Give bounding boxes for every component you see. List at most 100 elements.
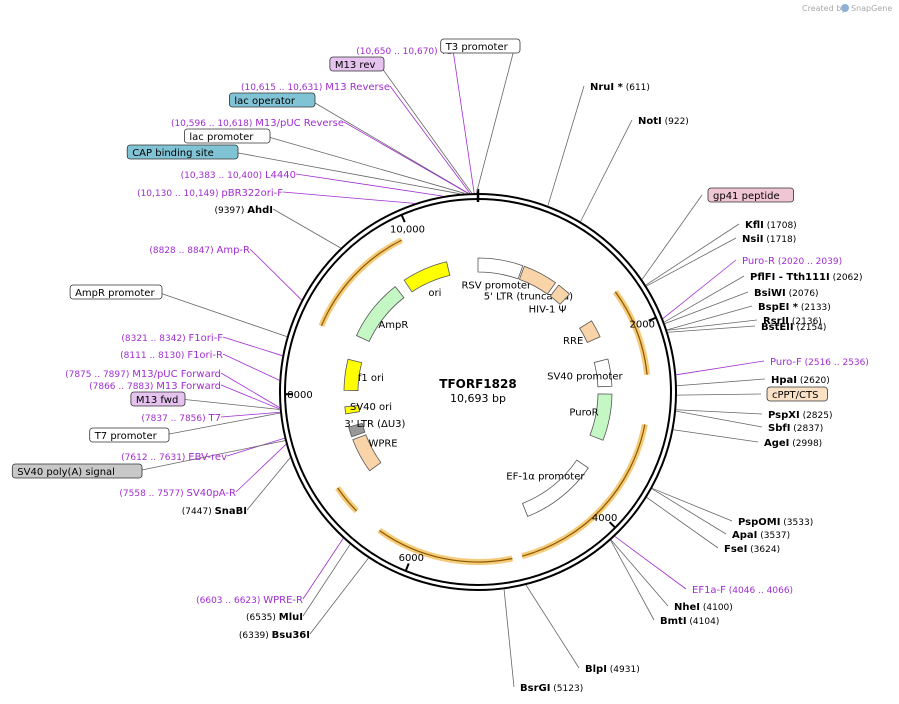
label-fsei-43[interactable]: FseI (3624) <box>724 544 780 555</box>
label-sv40-poly-a-signal-32[interactable]: SV40 poly(A) signal <box>11 463 143 479</box>
label-bsrgi-51-text: BsrGI (5123) <box>520 683 583 694</box>
label-amp-r-22[interactable]: (8828 .. 8847) Amp-R <box>149 245 250 256</box>
leader-1 <box>476 45 516 194</box>
label-f1ori-r-25-pos: (8111 .. 8130) <box>120 351 187 361</box>
label-m13-puc-forward-26-pos: (7875 .. 7897) <box>65 370 132 380</box>
orf-arc-1 <box>521 423 648 560</box>
snapgene-logo-icon <box>841 4 849 12</box>
label-m13-rev-3-text: M13 rev <box>335 60 376 71</box>
label-nrui-2[interactable]: NruI * (611) <box>590 82 650 93</box>
label-noti-4-pos: (922) <box>662 117 689 127</box>
label-agei-40[interactable]: AgeI (2998) <box>764 438 822 449</box>
label-t3-promoter-1[interactable]: T3 promoter <box>440 38 521 54</box>
label-ebv-rev-31[interactable]: (7612 .. 7631) EBV-rev <box>121 452 227 463</box>
label-f1ori-r-25[interactable]: (8111 .. 8130) F1ori-R <box>120 350 223 361</box>
label-apai-42[interactable]: ApaI (3537) <box>732 530 790 541</box>
label-cppt-cts-37[interactable]: cPPT/CTS <box>766 386 828 402</box>
label-noti-4[interactable]: NotI (922) <box>638 116 689 127</box>
label-ef1a-f-44[interactable]: EF1a-F (4046 .. 4066) <box>692 585 793 596</box>
label-ampr-promoter-23[interactable]: AmpR promoter <box>69 284 163 300</box>
orf-arc-line-3 <box>337 487 358 512</box>
leader-39 <box>676 410 763 428</box>
label-rsrii-20[interactable]: RsrII (2136) <box>763 316 822 327</box>
label-pbr322ori-f-11[interactable]: (10,130 .. 10,149) pBR322ori-F <box>137 188 283 199</box>
label-bsteii-21-pos: (2154) <box>794 323 827 333</box>
label-bmti-46[interactable]: BmtI (4104) <box>660 616 719 627</box>
label-f1ori-f-24[interactable]: (8321 .. 8342) F1ori-F <box>121 333 223 344</box>
label-gp41-peptide-13[interactable]: gp41 peptide <box>707 187 794 203</box>
label-bsiwi-18[interactable]: BsiWI (2076) <box>754 288 819 299</box>
leader-34 <box>246 457 291 511</box>
label-m13-fwd-28[interactable]: M13 fwd <box>130 391 186 407</box>
leader-32 <box>136 440 286 472</box>
label-cap-binding-site-9[interactable]: CAP binding site <box>126 144 239 160</box>
label-pspxi-38-pos: (2825) <box>800 411 833 421</box>
label-mlui-48-text: (6535) MluI <box>246 612 303 623</box>
label-m13-puc-reverse-7[interactable]: (10,596 .. 10,618) M13/pUC Reverse <box>171 118 344 129</box>
label-sbfi-39-text: SbfI (2837) <box>768 423 823 434</box>
label-wpre-r-47[interactable]: (6603 .. 6623) WPRE-R <box>196 595 303 606</box>
orf-arc-4 <box>318 237 403 328</box>
feature-sv40-promoter <box>593 358 613 388</box>
leader-16 <box>662 259 737 319</box>
leader-48 <box>302 544 351 617</box>
label-pspomi-41[interactable]: PspOMI (3533) <box>738 517 813 528</box>
label-t7-29[interactable]: (7837 .. 7856) T7 <box>141 413 221 424</box>
label-kfli-14[interactable]: KflI (1708) <box>745 220 797 231</box>
label-ebv-rev-31-text: (7612 .. 7631) EBV-rev <box>121 452 227 463</box>
leader-19 <box>666 305 753 331</box>
label-nsii-15[interactable]: NsiI (1718) <box>742 234 796 245</box>
label-pspxi-38-text: PspXI (2825) <box>768 410 833 421</box>
label-snabi-34[interactable]: (7447) SnaBI <box>182 506 247 517</box>
label-gp41-peptide-13-box <box>707 187 794 203</box>
label-bmti-46-pos: (4104) <box>687 617 720 627</box>
label-sv40pa-r-33[interactable]: (7558 .. 7577) SV40pA-R <box>119 488 236 499</box>
feature-ampr <box>355 286 405 342</box>
label-blpi-50-pos: (4931) <box>607 665 640 675</box>
label-lac-promoter-8[interactable]: lac promoter <box>183 128 271 144</box>
label-wpre-r-47-pos: (6603 .. 6623) <box>196 596 263 606</box>
label-bsteii-21[interactable]: BstEII (2154) <box>761 322 826 333</box>
label-hpai-36-name: HpaI <box>771 375 797 386</box>
label-nsii-15-name: NsiI <box>742 234 763 245</box>
label-m13-rev-3[interactable]: M13 rev <box>329 56 385 72</box>
label-t3-0[interactable]: (10,650 .. 10,670) T3 <box>356 46 453 57</box>
label-m13-reverse-5-pos: (10,615 .. 10,631) <box>241 83 325 93</box>
label-puro-r-16[interactable]: Puro-R (2020 .. 2039) <box>742 256 842 267</box>
label-pspxi-38[interactable]: PspXI (2825) <box>768 410 833 421</box>
label-mlui-48[interactable]: (6535) MluI <box>246 612 303 623</box>
label-bspei-19-text: BspEI * (2133) <box>758 302 831 313</box>
label-t7-29-text: (7837 .. 7856) T7 <box>141 413 221 424</box>
label-nhei-45[interactable]: NheI (4100) <box>674 602 733 613</box>
label-lac-operator-6[interactable]: lac operator <box>228 92 316 108</box>
feature-label-f1-ori: f1 ori <box>358 373 384 384</box>
tick-label-0: 2000 <box>630 319 655 330</box>
label-bsu36i-49[interactable]: (6339) Bsu36I <box>239 630 310 641</box>
tick-mark-1 <box>608 521 616 529</box>
label-bsrgi-51[interactable]: BsrGI (5123) <box>520 683 583 694</box>
label-m13-puc-forward-26[interactable]: (7875 .. 7897) M13/pUC Forward <box>65 369 221 380</box>
feature-rre <box>579 320 601 344</box>
label-t7-promoter-30[interactable]: T7 promoter <box>89 427 170 443</box>
label-sbfi-39[interactable]: SbfI (2837) <box>768 423 823 434</box>
label-pflfi-tth111i-17[interactable]: PflFI - Tth111I (2062) <box>750 272 863 283</box>
label-rsrii-20-pos: (2136) <box>789 317 822 327</box>
label-bspei-19[interactable]: BspEI * (2133) <box>758 302 831 313</box>
label-blpi-50[interactable]: BlpI (4931) <box>585 664 640 675</box>
label-pflfi-tth111i-17-name: PflFI - Tth111I <box>750 272 830 283</box>
label-puro-f-35[interactable]: Puro-F (2516 .. 2536) <box>770 357 869 368</box>
label-amp-r-22-pos: (8828 .. 8847) <box>149 246 216 256</box>
feature-label-hiv-1: HIV-1 Ψ <box>529 304 567 315</box>
feature-label-sv40-ori: SV40 ori <box>350 402 392 413</box>
label-l4440-10[interactable]: (10,383 .. 10,400) L4440 <box>181 170 296 181</box>
label-blpi-50-text: BlpI (4931) <box>585 664 640 675</box>
label-m13-reverse-5[interactable]: (10,615 .. 10,631) M13 Reverse <box>241 82 390 93</box>
label-nrui-2-text: NruI * (611) <box>590 82 650 93</box>
label-ahdi-12[interactable]: (9397) AhdI <box>214 205 273 216</box>
label-m13-forward-27[interactable]: (7866 .. 7883) M13 Forward <box>89 381 221 392</box>
label-t7-29-name: T7 <box>208 413 221 424</box>
tick-label-1: 4000 <box>592 513 617 524</box>
label-hpai-36[interactable]: HpaI (2620) <box>771 375 830 386</box>
feature-label-rsv-promoter: RSV promoter <box>461 281 532 292</box>
label-m13-rev-3-box <box>329 56 385 72</box>
